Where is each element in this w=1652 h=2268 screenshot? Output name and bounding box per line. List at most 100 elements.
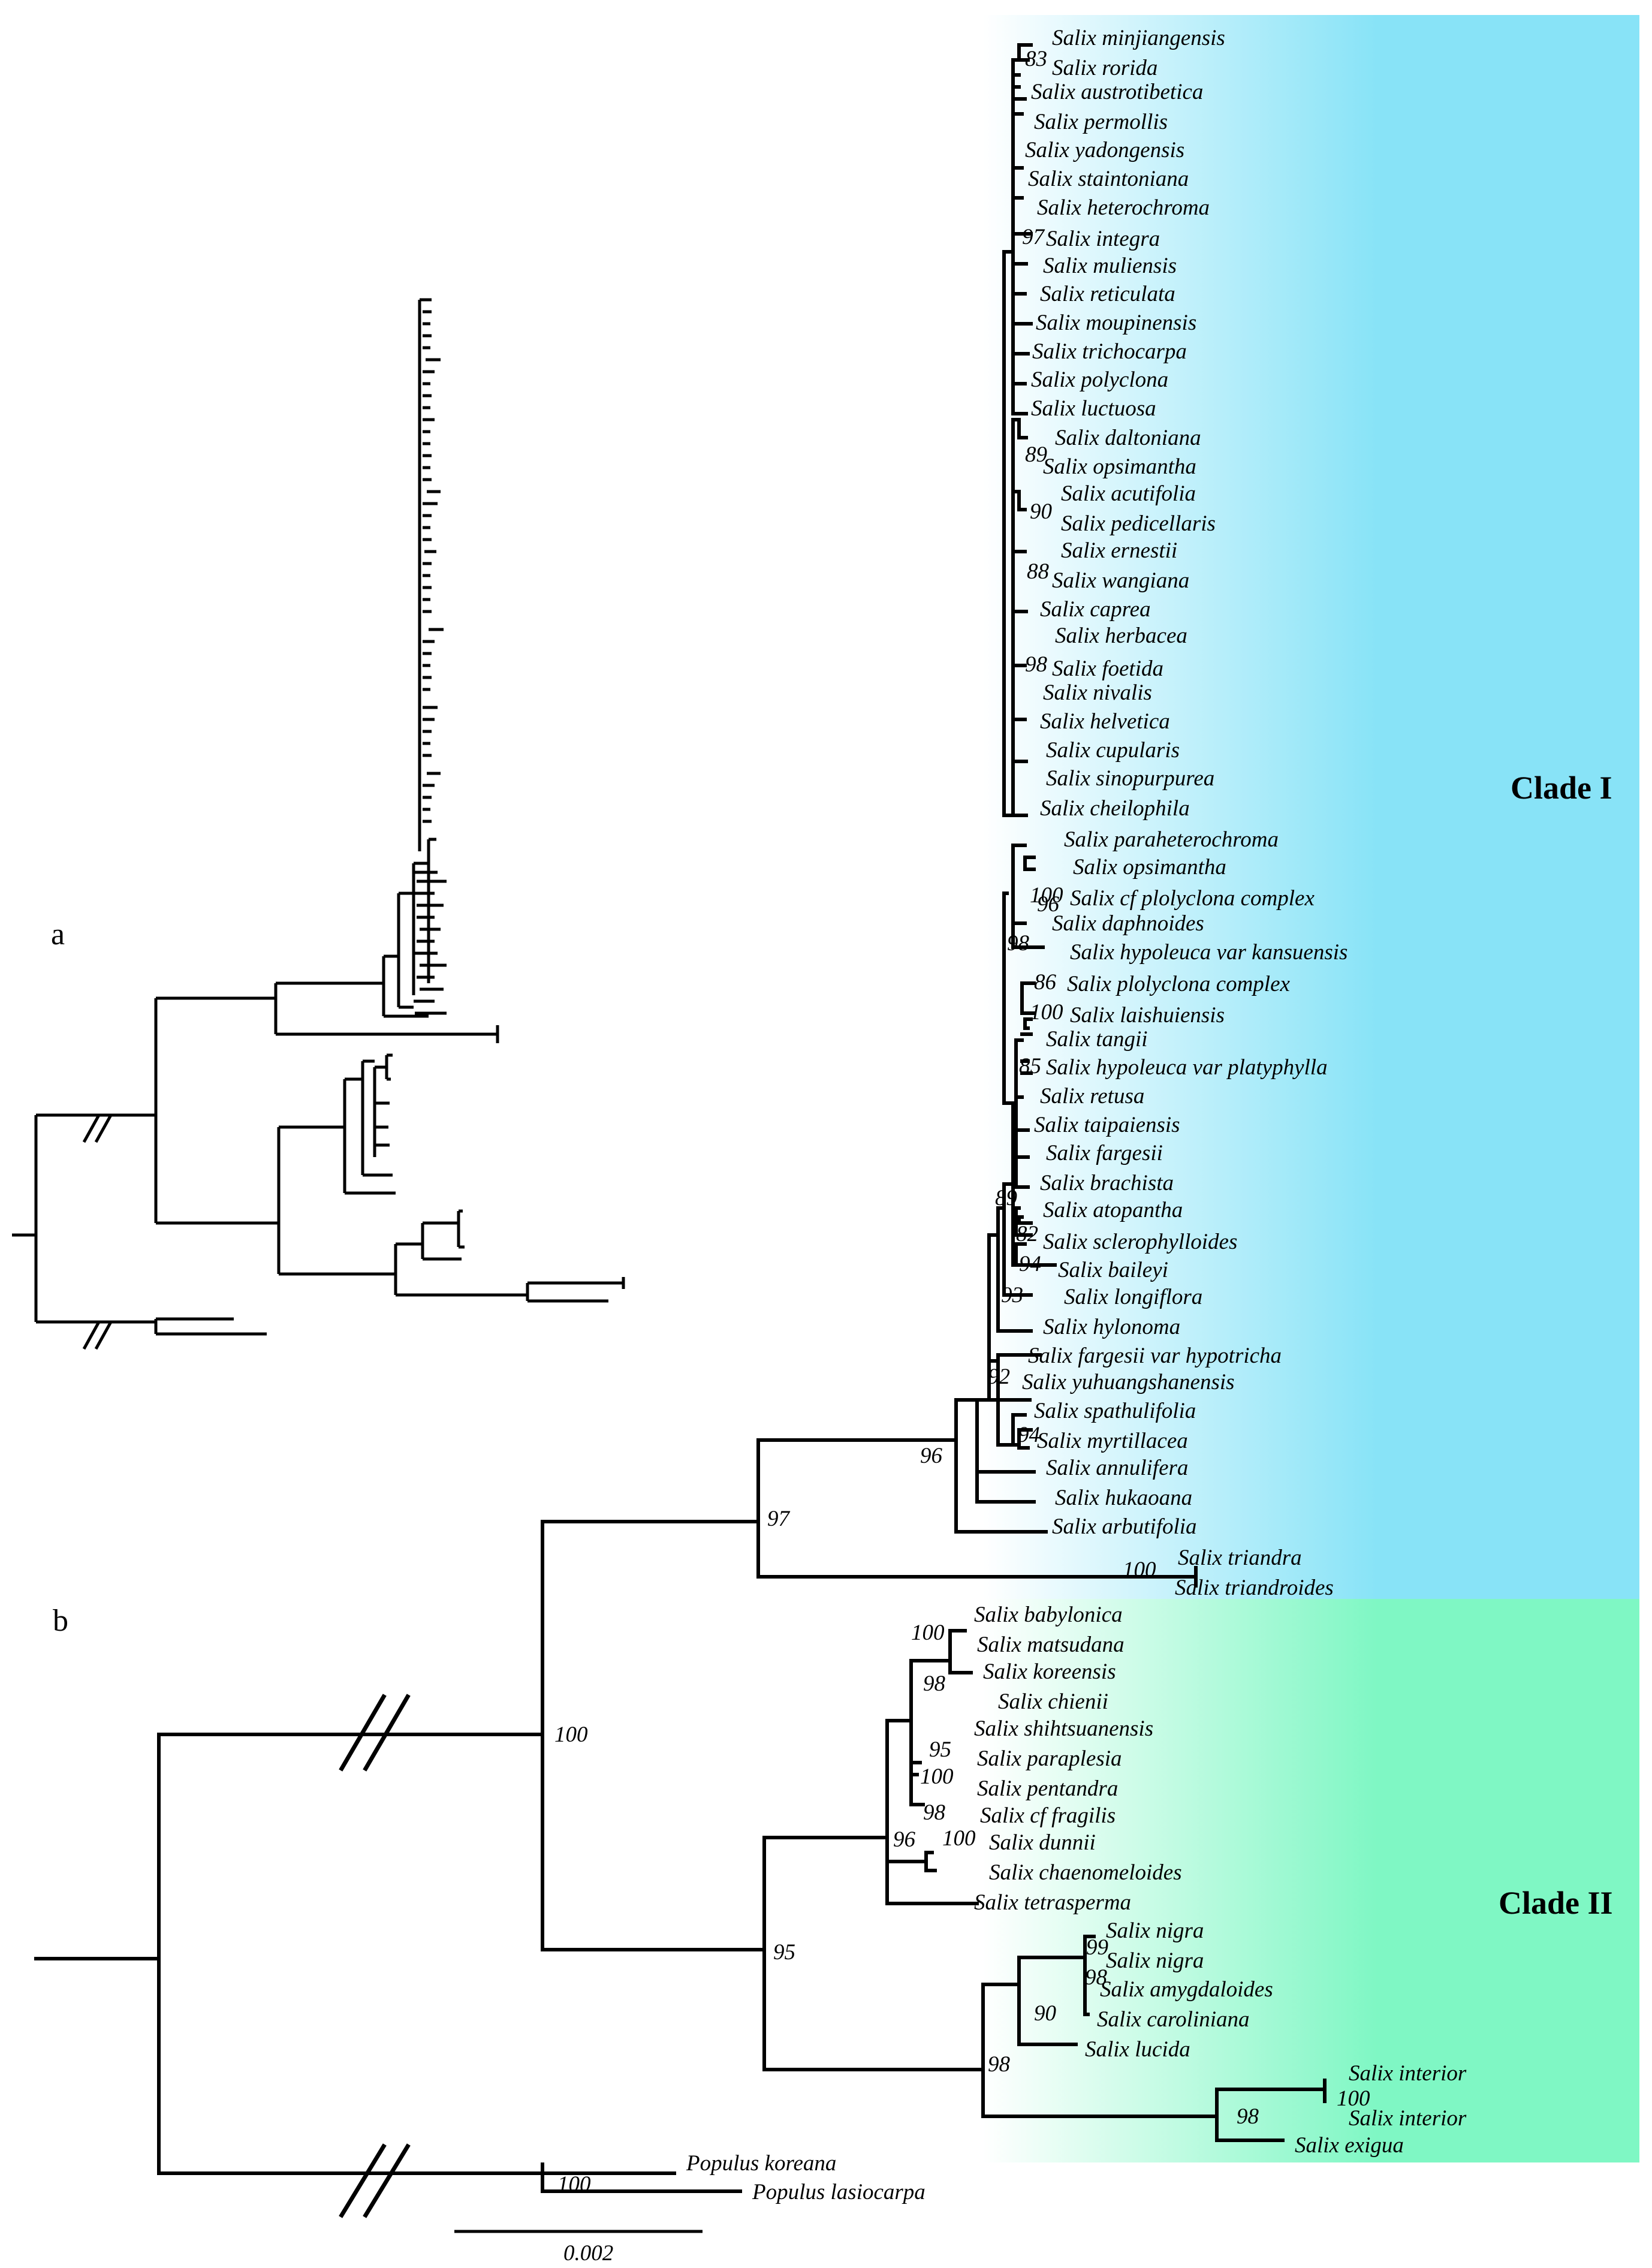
support-value: 89 [995, 1186, 1017, 1210]
clade-i-label: Clade I [1511, 770, 1612, 806]
taxon-label: Salix yuhuangshanensis [1022, 1370, 1235, 1394]
support-value: 97 [767, 1507, 791, 1531]
support-value: 100 [920, 1764, 954, 1789]
taxon-label: Salix moupinensis [1036, 311, 1196, 335]
taxon-label: Salix tangii [1046, 1027, 1148, 1052]
taxon-label: Salix dunnii [989, 1830, 1096, 1855]
taxon-label: Salix spathulifolia [1034, 1399, 1196, 1423]
taxon-label: Salix plolyclona complex [1067, 972, 1291, 996]
taxon-label: Salix minjiangensis [1052, 26, 1225, 50]
taxon-label: Salix hylonoma [1043, 1315, 1180, 1339]
taxon-label: Salix longiflora [1064, 1285, 1202, 1309]
taxon-label: Salix matsudana [977, 1633, 1125, 1657]
taxon-label: Salix foetida [1052, 656, 1163, 681]
taxon-label: Salix sinopurpurea [1046, 766, 1214, 791]
taxon-label: Salix ernestii [1061, 538, 1177, 563]
taxon-label: Salix helvetica [1040, 709, 1170, 734]
taxon-label: Salix baileyi [1058, 1258, 1168, 1282]
taxon-label: Salix exigua [1295, 2133, 1404, 2158]
main-tree [34, 43, 1327, 2218]
support-value: 100 [942, 1826, 976, 1851]
taxon-label: Salix annulifera [1046, 1456, 1188, 1480]
taxon-label: Salix atopantha [1043, 1198, 1183, 1222]
clade-ii-background [983, 1599, 1639, 2162]
support-value: 100 [557, 2172, 591, 2197]
taxon-label: Salix brachista [1040, 1171, 1174, 1195]
taxon-label: Salix hypoleuca var kansuensis [1070, 940, 1347, 965]
taxon-label: Salix interior [1349, 2106, 1467, 2131]
taxon-label: Salix pentandra [977, 1776, 1118, 1801]
support-value: 100 [1123, 1558, 1156, 1582]
support-value: 83 [1025, 47, 1047, 71]
support-value: 94 [1019, 1252, 1041, 1276]
taxon-label: Salix babylonica [974, 1603, 1123, 1627]
support-value: 86 [1034, 970, 1057, 995]
support-value: 100 [911, 1621, 945, 1645]
taxon-label: Salix cheilophila [1040, 796, 1190, 821]
support-value: 100 [554, 1722, 588, 1747]
support-value: 100 [1337, 2086, 1370, 2111]
support-labels: 8397899088989610098861008589829493929496… [554, 47, 1370, 2197]
taxon-label: Salix paraheterochroma [1064, 827, 1279, 852]
panel-label-b: b [53, 1604, 68, 1638]
taxon-label: Salix wangiana [1052, 568, 1189, 593]
taxon-label: Salix hukaoana [1055, 1486, 1192, 1510]
support-value: 98 [1085, 1965, 1108, 1990]
taxon-label: Salix cf fragilis [980, 1803, 1116, 1828]
taxon-label: Salix rorida [1052, 56, 1157, 80]
taxon-label: Salix caprea [1040, 597, 1151, 622]
support-value: 100 [1030, 883, 1063, 908]
support-value: 98 [923, 1800, 946, 1825]
taxon-label: Salix cupularis [1046, 738, 1180, 763]
support-value: 85 [1019, 1054, 1041, 1079]
taxon-label: Salix luctuosa [1031, 396, 1156, 421]
taxon-label: Salix integra [1046, 227, 1160, 251]
panel-label-a: a [51, 917, 65, 951]
taxon-label: Salix heterochroma [1037, 195, 1210, 220]
taxon-label: Salix fargesii var hypotricha [1028, 1344, 1282, 1368]
taxon-label: Salix laishuiensis [1070, 1003, 1225, 1028]
support-value: 95 [929, 1737, 951, 1762]
support-value: 90 [1034, 2001, 1057, 2026]
support-value: 96 [1037, 892, 1060, 917]
taxon-label: Salix opsimantha [1073, 855, 1226, 880]
taxon-label: Salix triandroides [1175, 1576, 1334, 1600]
taxon-label: Salix triandra [1178, 1546, 1302, 1570]
taxon-label: Salix nivalis [1043, 680, 1152, 705]
support-value: 88 [1027, 559, 1050, 584]
taxon-label: Salix daphnoides [1052, 911, 1204, 936]
taxon-label: Salix taipaiensis [1034, 1113, 1180, 1137]
support-value: 98 [1007, 931, 1030, 956]
taxon-label: Salix polyclona [1031, 368, 1168, 392]
taxon-label: Salix reticulata [1040, 282, 1175, 306]
taxon-label: Salix nigra [1106, 1918, 1204, 1943]
clade-i-background [983, 15, 1639, 1599]
support-value: 98 [923, 1671, 946, 1696]
support-value: 92 [988, 1365, 1010, 1389]
support-value: 89 [1025, 442, 1047, 467]
taxon-label: Salix nigra [1106, 1948, 1204, 1973]
taxon-label: Salix trichocarpa [1032, 339, 1187, 364]
support-value: 99 [1086, 1935, 1108, 1960]
taxon-label: Salix koreensis [983, 1659, 1116, 1684]
taxon-label: Salix sclerophylloides [1043, 1230, 1237, 1254]
support-value: 96 [920, 1444, 943, 1468]
overview-tree [12, 298, 625, 1350]
support-value: 93 [1001, 1283, 1023, 1308]
taxon-label: Salix muliensis [1043, 254, 1177, 278]
support-value: 95 [773, 1940, 795, 1965]
taxon-label: Salix herbacea [1055, 624, 1187, 648]
taxon-label: Salix myrtillacea [1037, 1429, 1188, 1453]
taxon-label: Salix austrotibetica [1031, 80, 1203, 104]
support-value: 100 [1030, 1000, 1063, 1025]
taxon-label: Salix pedicellaris [1061, 511, 1216, 536]
taxon-label: Salix chaenomeloides [989, 1860, 1182, 1885]
taxon-label: Salix amygdaloides [1100, 1977, 1273, 2002]
scale-bar-label: 0.002 [563, 2241, 613, 2266]
taxon-label: Salix permollis [1034, 110, 1168, 134]
support-value: 98 [1025, 652, 1048, 677]
taxon-label: Populus koreana [686, 2151, 836, 2176]
taxon-label: Salix cf plolyclona complex [1070, 886, 1315, 911]
support-value: 82 [1016, 1222, 1038, 1246]
